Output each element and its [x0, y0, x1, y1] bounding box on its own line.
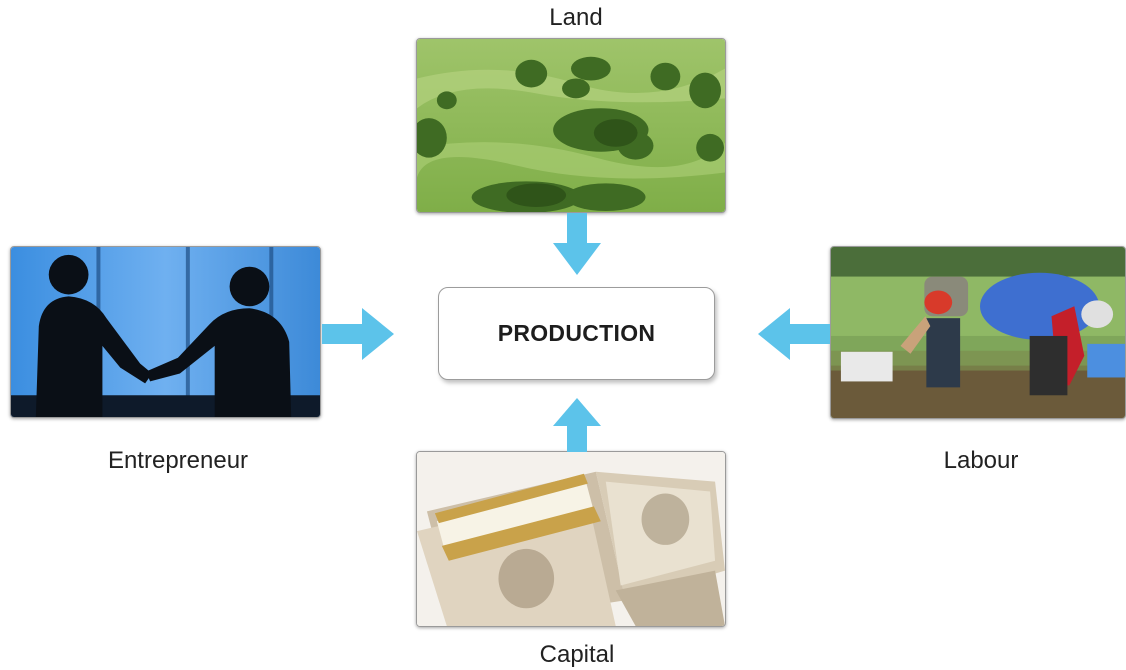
arrow-entrepreneur-to-production [322, 308, 394, 360]
arrow-capital-to-production [553, 398, 601, 452]
arrow-land-to-production [553, 213, 601, 275]
labour-image [830, 246, 1126, 419]
land-label: Land [549, 4, 603, 31]
production-label: PRODUCTION [497, 320, 656, 346]
entrepreneur-image [10, 246, 321, 418]
capital-image [416, 451, 726, 627]
land-image [416, 38, 726, 213]
arrow-labour-to-production [758, 308, 830, 360]
capital-label: Capital [539, 641, 615, 668]
production-box: PRODUCTION [438, 287, 715, 380]
entrepreneur-label: Entrepreneur [107, 447, 249, 474]
labour-label: Labour [943, 447, 1019, 474]
